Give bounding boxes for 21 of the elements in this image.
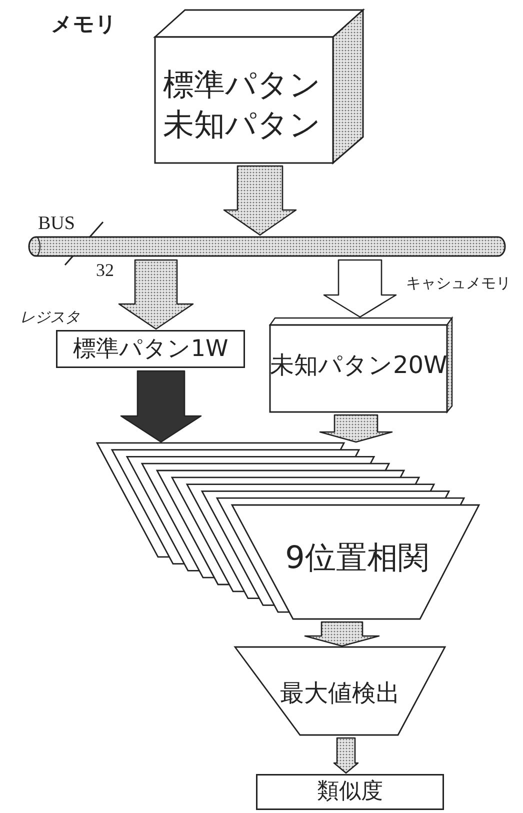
block-arrow [333,737,359,774]
trapezoid-block [235,647,445,735]
heading-label: レジスタ [20,310,80,325]
block-arrow [323,259,397,318]
bus-label: BUS [38,214,75,233]
content-label: 9位置相関 [284,543,430,574]
heading-label: メモリ [51,14,117,35]
block-arrow [223,165,297,236]
content-label: 未知パタン20W [270,353,447,377]
heading-label: キャシュメモリ [406,276,511,291]
block-arrow [118,259,194,330]
correlator-stack [97,443,479,619]
content-label: 最大値検出 [279,681,401,705]
block-arrow [120,370,202,443]
process-box [256,774,444,810]
bus-width-label: 32 [96,261,114,279]
bus-cylinder [28,236,506,257]
block-arrow [319,414,393,443]
block-arrow [304,621,380,647]
content-label: 標準パタン1W [72,338,230,361]
content-label: 類似度 [316,781,384,803]
